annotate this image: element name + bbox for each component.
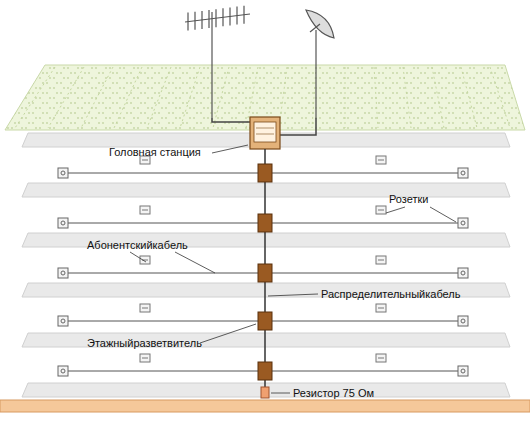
socket (140, 354, 150, 362)
floor-splitter (258, 264, 272, 282)
antenna-element (222, 8, 223, 26)
socket (142, 210, 148, 211)
antenna-cable (280, 118, 316, 135)
socket (61, 369, 65, 373)
stroke (432, 67, 444, 128)
stroke (403, 67, 411, 128)
floor-slab (22, 383, 510, 397)
callout-label: Этажныйразветвитель (86, 337, 203, 350)
antenna-element (243, 6, 244, 24)
socket (461, 221, 465, 225)
antenna-element (208, 10, 209, 28)
socket (461, 319, 465, 323)
socket (378, 160, 384, 161)
floor-splitter (258, 362, 272, 380)
resistor-symbol (261, 387, 269, 398)
antenna-element (201, 11, 202, 29)
stroke (114, 67, 142, 128)
floor-splitter (258, 164, 272, 182)
socket (458, 168, 468, 178)
socket (61, 271, 65, 275)
callout-label: Головная станция (108, 146, 202, 159)
socket (58, 168, 68, 178)
stroke (180, 67, 200, 128)
floor-splitter (258, 214, 272, 232)
socket (140, 206, 150, 214)
socket (376, 256, 386, 264)
stroke (48, 67, 84, 128)
socket (58, 218, 68, 228)
stroke (147, 67, 171, 128)
callout-label: Распределительныйкабель (320, 288, 461, 301)
antenna-element (229, 7, 230, 25)
socket (461, 271, 465, 275)
leader-lines (130, 145, 456, 393)
socket (142, 308, 148, 309)
floors (58, 156, 468, 380)
antenna-cable (212, 118, 252, 122)
head-station (250, 117, 280, 149)
callout-label: Резистор 75 Ом (292, 387, 375, 400)
stroke (345, 67, 346, 128)
socket (378, 210, 384, 211)
socket (376, 304, 386, 312)
socket (461, 171, 465, 175)
floor-slab (22, 183, 510, 197)
stroke (213, 67, 229, 128)
socket (458, 218, 468, 228)
floor-splitter (258, 312, 272, 330)
antenna-element (187, 13, 188, 31)
socket (142, 160, 148, 161)
callout-label: Абонентскийкабель (86, 239, 189, 252)
socket (58, 316, 68, 326)
socket (378, 358, 384, 359)
socket (458, 268, 468, 278)
socket (458, 316, 468, 326)
stroke (461, 67, 477, 128)
callout-label: Розетки (388, 193, 430, 206)
socket (461, 369, 465, 373)
stroke (374, 67, 378, 128)
stroke (81, 67, 113, 128)
terrestrial-antenna (185, 6, 250, 118)
socket (458, 366, 468, 376)
socket (376, 156, 386, 164)
socket (58, 268, 68, 278)
antenna-element (236, 7, 237, 25)
socket (140, 304, 150, 312)
socket (61, 221, 65, 225)
satellite-dish (306, 10, 334, 118)
socket (376, 354, 386, 362)
floor-slabs (22, 133, 510, 397)
socket (378, 308, 384, 309)
socket (61, 319, 65, 323)
socket (61, 171, 65, 175)
head-station-panel (254, 122, 276, 142)
socket (378, 260, 384, 261)
stroke (490, 67, 510, 128)
ground (0, 400, 530, 412)
stroke (15, 67, 55, 128)
socket (142, 358, 148, 359)
antenna-element (194, 12, 195, 30)
socket (376, 206, 386, 214)
socket (140, 256, 150, 264)
antenna-element (215, 9, 216, 27)
socket (58, 366, 68, 376)
